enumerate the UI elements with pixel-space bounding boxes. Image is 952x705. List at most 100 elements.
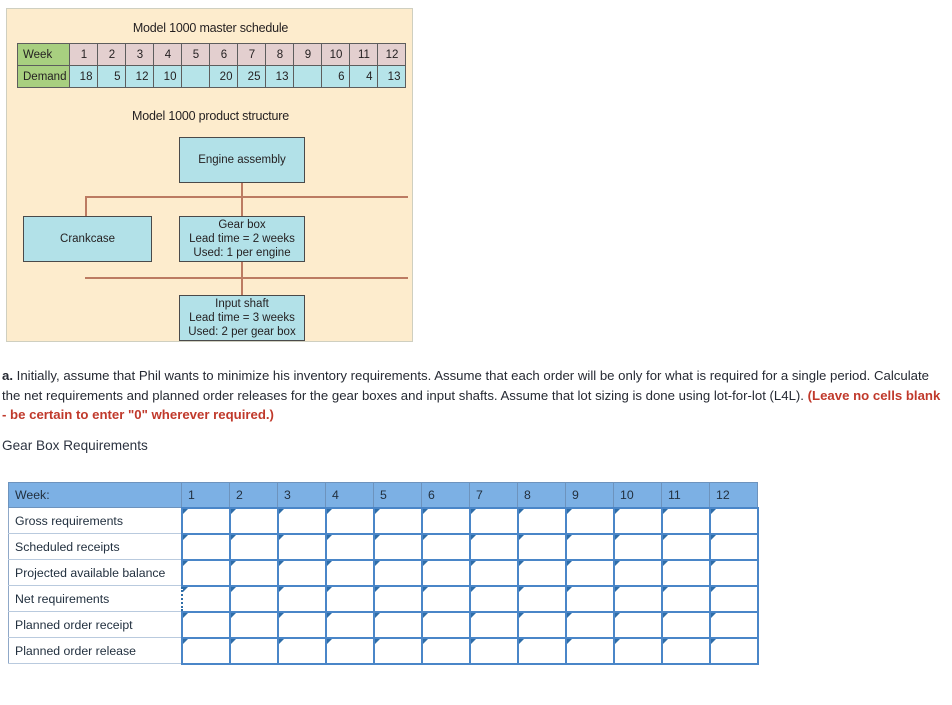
input-cell-r4-w7[interactable]	[468, 584, 519, 613]
input-cell-r2-w4[interactable]	[324, 532, 375, 561]
input-cell-r4-w3[interactable]	[276, 584, 327, 613]
input-cell-r2-w2[interactable]	[228, 532, 279, 561]
input-cell-r3-w9[interactable]	[564, 558, 615, 587]
input-cell-r2-w10[interactable]	[612, 532, 663, 561]
table-row-demand: Demand 18 5 12 10 20 25 13 6 4 13	[16, 65, 407, 88]
input-cell-r2-w12[interactable]	[708, 532, 759, 561]
input-cell-r4-w5[interactable]	[372, 584, 423, 613]
row-label-net-requirements: Net requirements	[8, 585, 182, 612]
input-cell-r5-w12[interactable]	[708, 610, 759, 639]
input-cell-r1-w7[interactable]	[468, 506, 519, 535]
week-cell: 11	[349, 43, 379, 66]
input-cell-r2-w11[interactable]	[660, 532, 711, 561]
table-row: Gross requirements	[8, 506, 759, 535]
table-header-row: Week: 1 2 3 4 5 6 7 8 9 10 11 12	[8, 482, 758, 508]
input-cell-r2-w6[interactable]	[420, 532, 471, 561]
input-cell-r6-w1[interactable]	[180, 636, 231, 665]
week-cell: 12	[377, 43, 407, 66]
input-cell-r6-w6[interactable]	[420, 636, 471, 665]
week-cell: 5	[181, 43, 211, 66]
demand-cell: 5	[97, 65, 127, 88]
input-cell-r5-w5[interactable]	[372, 610, 423, 639]
input-cell-r1-w1[interactable]	[180, 506, 231, 535]
connector-crankcase-vertical	[85, 196, 87, 216]
input-cell-r5-w4[interactable]	[324, 610, 375, 639]
input-cell-r6-w5[interactable]	[372, 636, 423, 665]
row-label-gross-requirements: Gross requirements	[8, 507, 182, 534]
connector-level2-horizontal	[85, 277, 408, 279]
tree-node-crankcase: Crankcase	[23, 216, 152, 262]
input-cell-r4-w10[interactable]	[612, 584, 663, 613]
column-header-week-12: 12	[709, 482, 758, 508]
week-cell: 9	[293, 43, 323, 66]
demand-cell: 6	[321, 65, 351, 88]
input-cell-r3-w6[interactable]	[420, 558, 471, 587]
input-cell-r4-w11[interactable]	[660, 584, 711, 613]
input-cell-r6-w7[interactable]	[468, 636, 519, 665]
input-cell-r5-w9[interactable]	[564, 610, 615, 639]
demand-cell	[181, 65, 211, 88]
input-cell-r4-w6[interactable]	[420, 584, 471, 613]
input-cell-r3-w2[interactable]	[228, 558, 279, 587]
input-cell-r3-w3[interactable]	[276, 558, 327, 587]
input-cell-r5-w2[interactable]	[228, 610, 279, 639]
input-cell-r3-w8[interactable]	[516, 558, 567, 587]
table-row: Projected available balance	[8, 558, 759, 587]
input-cell-r4-w8[interactable]	[516, 584, 567, 613]
input-cell-r1-w12[interactable]	[708, 506, 759, 535]
input-cell-r6-w10[interactable]	[612, 636, 663, 665]
input-cell-r1-w10[interactable]	[612, 506, 663, 535]
input-cell-r4-w1[interactable]	[180, 584, 231, 613]
input-cell-r1-w11[interactable]	[660, 506, 711, 535]
input-cell-r2-w8[interactable]	[516, 532, 567, 561]
input-cell-r2-w3[interactable]	[276, 532, 327, 561]
input-cell-r1-w6[interactable]	[420, 506, 471, 535]
input-cell-r5-w8[interactable]	[516, 610, 567, 639]
input-cell-r3-w4[interactable]	[324, 558, 375, 587]
input-cell-r5-w6[interactable]	[420, 610, 471, 639]
demand-cell: 25	[237, 65, 267, 88]
input-cell-r1-w3[interactable]	[276, 506, 327, 535]
input-cell-r2-w9[interactable]	[564, 532, 615, 561]
input-cell-r4-w2[interactable]	[228, 584, 279, 613]
input-cell-r6-w9[interactable]	[564, 636, 615, 665]
input-cell-r4-w9[interactable]	[564, 584, 615, 613]
input-cell-r4-w12[interactable]	[708, 584, 759, 613]
input-cell-r3-w12[interactable]	[708, 558, 759, 587]
input-cell-r6-w3[interactable]	[276, 636, 327, 665]
input-cell-r1-w9[interactable]	[564, 506, 615, 535]
input-cell-r6-w11[interactable]	[660, 636, 711, 665]
master-schedule-title: Model 1000 master schedule	[132, 21, 289, 35]
connector-inputshaft-vertical	[241, 262, 243, 295]
week-cell: 3	[125, 43, 155, 66]
master-schedule-row-label-demand: Demand	[16, 65, 71, 88]
input-cell-r6-w8[interactable]	[516, 636, 567, 665]
input-cell-r1-w4[interactable]	[324, 506, 375, 535]
input-cell-r4-w4[interactable]	[324, 584, 375, 613]
input-cell-r3-w5[interactable]	[372, 558, 423, 587]
column-header-week-7: 7	[469, 482, 518, 508]
input-cell-r5-w11[interactable]	[660, 610, 711, 639]
question-body: Initially, assume that Phil wants to min…	[2, 368, 929, 403]
demand-cell: 13	[377, 65, 407, 88]
input-cell-r1-w5[interactable]	[372, 506, 423, 535]
input-cell-r3-w10[interactable]	[612, 558, 663, 587]
input-cell-r2-w5[interactable]	[372, 532, 423, 561]
question-label: a.	[2, 368, 13, 383]
input-cell-r6-w12[interactable]	[708, 636, 759, 665]
input-cell-r5-w3[interactable]	[276, 610, 327, 639]
input-cell-r6-w4[interactable]	[324, 636, 375, 665]
input-cell-r6-w2[interactable]	[228, 636, 279, 665]
input-cell-r1-w2[interactable]	[228, 506, 279, 535]
input-cell-r1-w8[interactable]	[516, 506, 567, 535]
input-cell-r5-w1[interactable]	[180, 610, 231, 639]
input-cell-r2-w7[interactable]	[468, 532, 519, 561]
input-cell-r3-w1[interactable]	[180, 558, 231, 587]
input-cell-r3-w11[interactable]	[660, 558, 711, 587]
input-cell-r5-w10[interactable]	[612, 610, 663, 639]
week-cell: 10	[321, 43, 351, 66]
input-cell-r3-w7[interactable]	[468, 558, 519, 587]
input-cell-r5-w7[interactable]	[468, 610, 519, 639]
demand-cell: 10	[153, 65, 183, 88]
input-cell-r2-w1[interactable]	[180, 532, 231, 561]
